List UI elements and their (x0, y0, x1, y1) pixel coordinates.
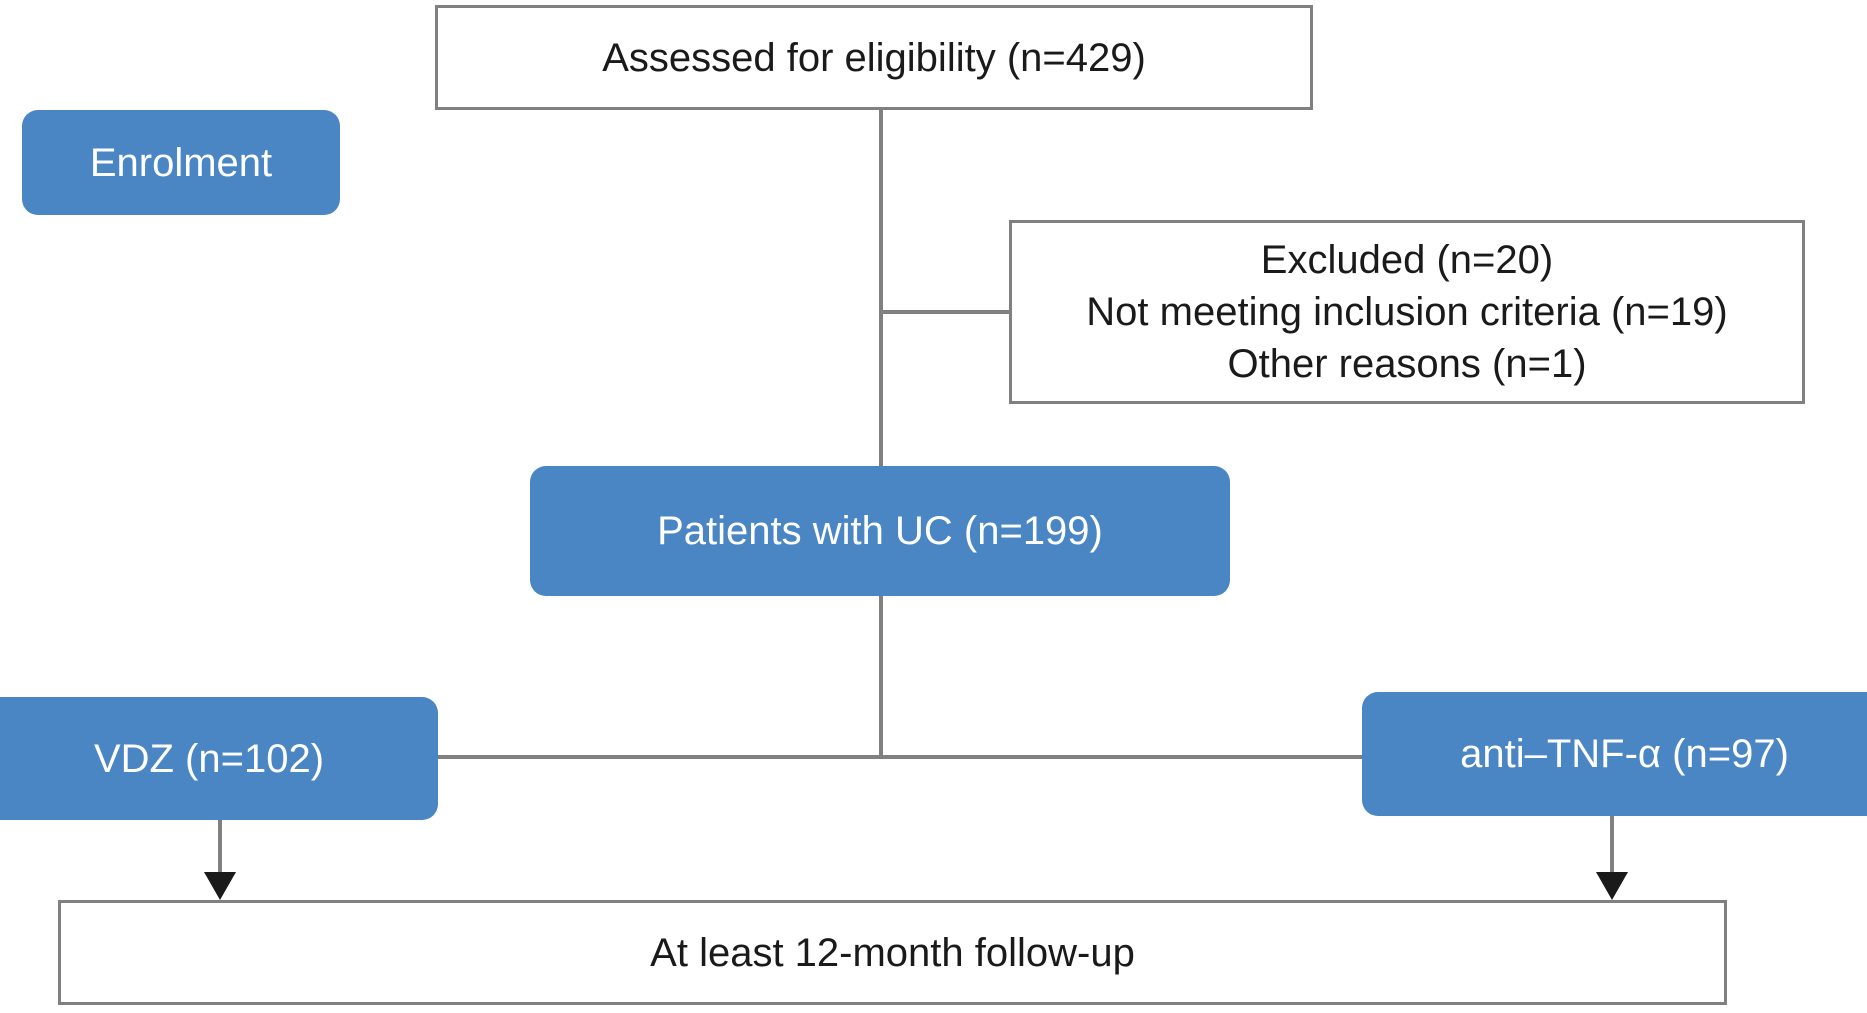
node-assessed-for-eligibility: Assessed for eligibility (n=429) (435, 5, 1313, 110)
node-patients-with-uc: Patients with UC (n=199) (530, 466, 1230, 596)
arrowhead-vdz (204, 872, 236, 900)
node-vdz-label: VDZ (n=102) (93, 736, 325, 781)
node-excluded-label: Excluded (n=20) Not meeting inclusion cr… (1086, 238, 1728, 386)
node-followup-label: At least 12-month follow-up (650, 930, 1135, 975)
node-followup: At least 12-month follow-up (58, 900, 1727, 1005)
node-assessed-label: Assessed for eligibility (n=429) (602, 35, 1146, 80)
node-patients-with-uc-label: Patients with UC (n=199) (657, 509, 1103, 553)
stage-label-enrolment: Enrolment (22, 110, 340, 215)
stage-label-enrolment-text: Enrolment (89, 140, 273, 185)
node-anti-tnf-alpha-label: anti–TNF-α (n=97) (1460, 732, 1789, 776)
node-excluded: Excluded (n=20) Not meeting inclusion cr… (1009, 220, 1805, 404)
node-anti-tnf-alpha: anti–TNF-α (n=97) (1362, 692, 1867, 816)
node-vdz: VDZ (n=102) (0, 697, 438, 820)
arrowhead-antitnf (1596, 872, 1628, 900)
